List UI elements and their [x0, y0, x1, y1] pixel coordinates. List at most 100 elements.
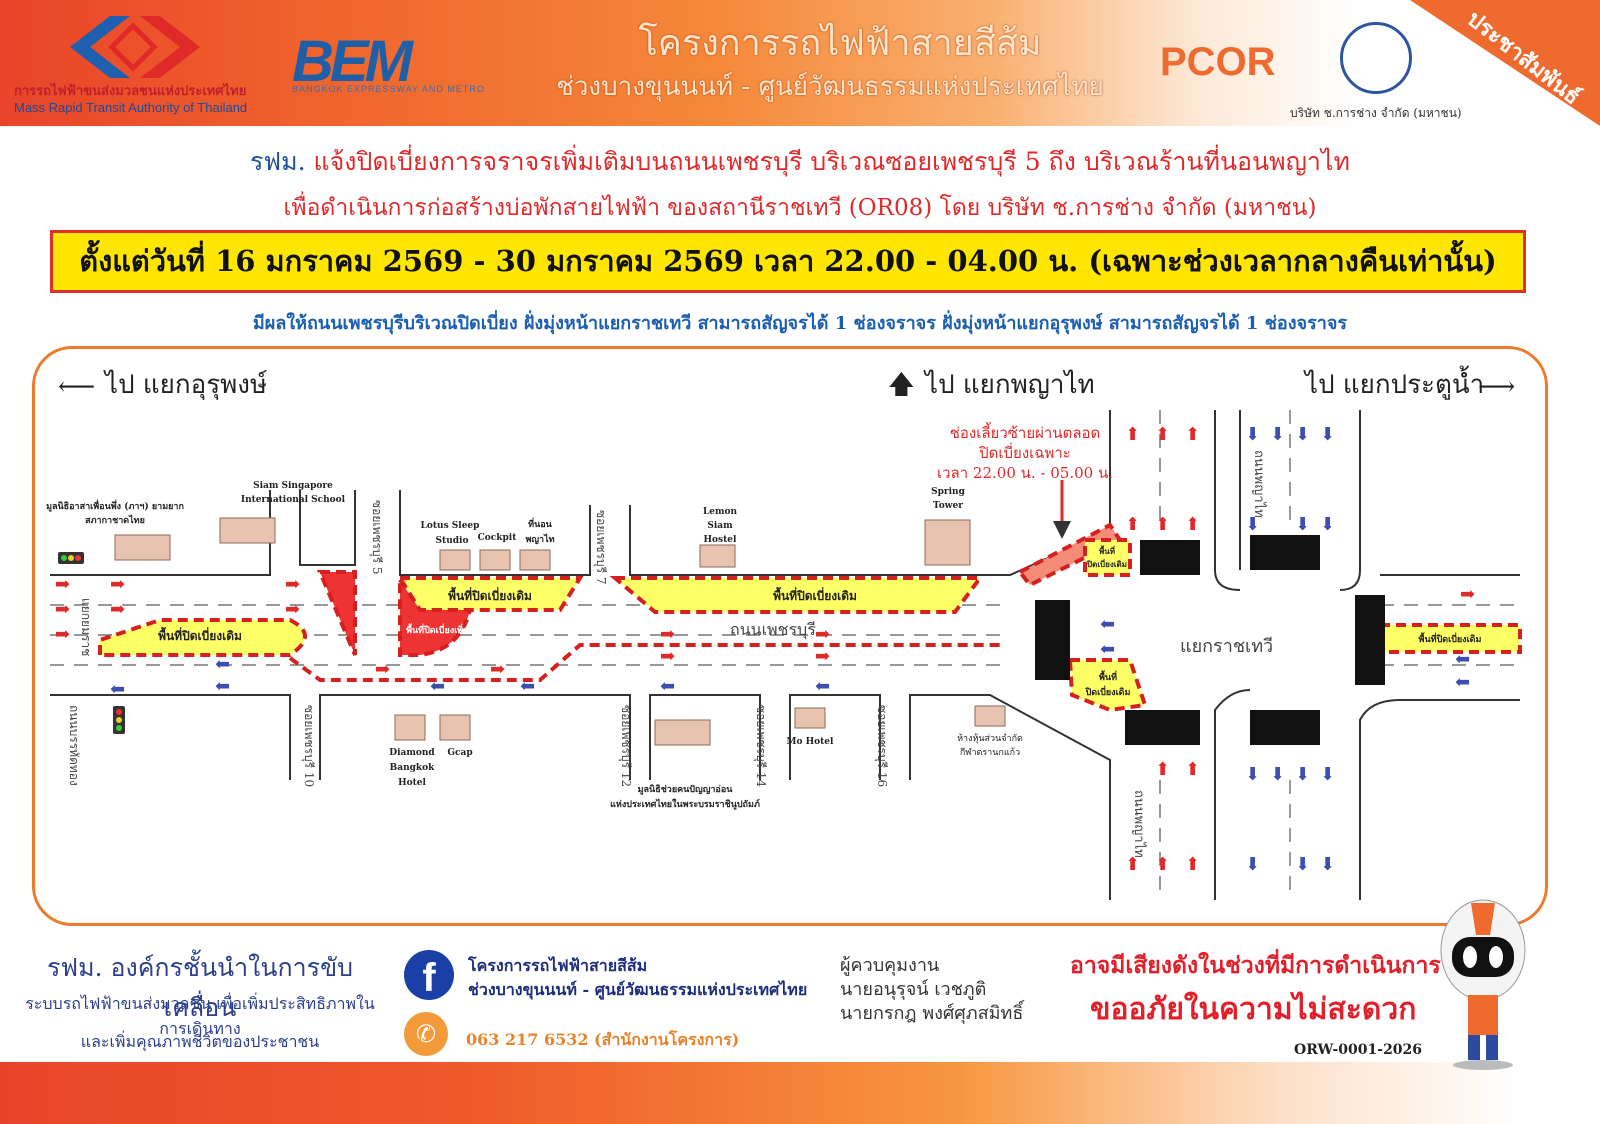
left-turn-note: ช่องเลี้ยวซ้ายผ่านตลอด ปิดเบี่ยงเฉพาะ เว…	[937, 422, 1113, 539]
dir-right: ไป แยกประตูน้ำ	[1303, 365, 1484, 400]
notice-line1-text: แจ้งปิดเบี่ยงการจราจรเพิ่มเติมบนถนนเพชรบ…	[313, 147, 1351, 176]
svg-text:⬇: ⬇	[1295, 424, 1310, 445]
building-icons	[114, 517, 1006, 746]
project-section: ช่วงบางขุนนนท์ - ศูนย์วัฒนธรรมแห่งประเทศ…	[556, 72, 1104, 102]
svg-text:⬇: ⬇	[1320, 764, 1335, 785]
landmark-lotus-a: Lotus Sleep	[421, 521, 480, 531]
org-abbr: รฟม.	[249, 147, 306, 176]
svg-text:➡: ➡	[285, 574, 300, 595]
pcor-logo: PCOR	[1160, 40, 1276, 84]
svg-text:ช่องเลี้ยวซ้ายผ่านตลอด: ช่องเลี้ยวซ้ายผ่านตลอด	[950, 422, 1101, 442]
zone-additional-2	[398, 573, 473, 657]
document-code: ORW-0001-2026	[1294, 1042, 1423, 1058]
phone-number[interactable]: 063 217 6532 (สำนักงานโครงการ)	[466, 1030, 740, 1049]
svg-text:➡: ➡	[55, 599, 70, 620]
notice-line1: รฟม. แจ้งปิดเบี่ยงการจราจรเพิ่มเติมบนถนน…	[0, 142, 1600, 182]
svg-text:➡: ➡	[660, 646, 675, 667]
zone-small-label-2b: ปิดเบี่ยงเดิม	[1084, 685, 1130, 698]
date-range-box: ตั้งแต่วันที่ 16 มกราคม 2569 - 30 มกราคม…	[50, 230, 1526, 293]
road-label-phayathai-s: ถนนพญาไท	[1131, 790, 1147, 858]
zone-edge-south	[288, 643, 1000, 682]
landmark-lotus-b: Studio	[436, 536, 469, 546]
footer-slogan-3: และเพิ่มคุณภาพชีวิตของประชาชน	[80, 1032, 320, 1051]
svg-text:➡: ➡	[55, 624, 70, 645]
soi-7-label: ซอยเพชรบุรี 7	[593, 510, 608, 585]
dir-up: ไป แยกพญาไท	[923, 369, 1095, 400]
zone-existing-label-2: พื้นที่ปิดเบี่ยงเดิม	[448, 586, 532, 603]
mrta-name-th: การรถไฟฟ้าขนส่งมวลชนแห่งประเทศไทย	[14, 83, 247, 98]
svg-text:⬅: ⬅	[215, 676, 230, 697]
effect-note: มีผลให้ถนนเพชรบุรีบริเวณปิดเบี่ยง ฝั่งมุ…	[252, 313, 1348, 334]
landmark-mo-hotel: Mo Hotel	[787, 737, 834, 747]
closure-zones	[98, 522, 1522, 713]
soi-10-label: ซอยเพชรบุรี 10	[301, 705, 316, 787]
phone-icon: ✆	[404, 1012, 448, 1056]
banthat-thong-label: ถนนบรรทัดทอง	[67, 705, 81, 786]
supervisor-label: ผู้ควบคุมงาน	[840, 955, 940, 976]
landmark-diamond-b: Bangkok	[390, 763, 436, 773]
svg-text:➡: ➡	[285, 599, 300, 620]
svg-text:⬅: ⬅	[1455, 649, 1470, 670]
svg-text:ปิดเบี่ยงเฉพาะ: ปิดเบี่ยงเฉพาะ	[978, 442, 1071, 462]
landmark-diamond-c: Hotel	[398, 778, 426, 788]
svg-text:⬇: ⬇	[1245, 514, 1260, 535]
svg-text:➡: ➡	[815, 646, 830, 667]
footer-banner	[0, 1062, 1600, 1124]
svg-text:➡: ➡	[110, 574, 125, 595]
landmark-siam-singapore-a: Siam Singapore	[253, 481, 333, 491]
svg-text:⬅: ⬅	[1100, 639, 1115, 660]
landmark-gcap: Gcap	[447, 748, 472, 758]
soi-16-label: ซอยเพชรบุรี 16	[874, 705, 889, 787]
zone-additional-1	[316, 570, 357, 656]
svg-text:➡: ➡	[110, 599, 125, 620]
svg-text:⬆: ⬆	[1125, 854, 1140, 875]
facebook-icon[interactable]: f	[404, 950, 454, 1000]
junction-label: แยกราชเทวี	[1180, 636, 1273, 657]
landmark-spring-a: Spring	[931, 487, 965, 497]
supervisor-2: นายกรกฎ พงศ์ศุภสมิทธิ์	[840, 1003, 1024, 1024]
road-edges	[50, 410, 1520, 900]
noise-warning: อาจมีเสียงดังในช่วงที่มีการดำเนินการ	[1070, 952, 1441, 979]
landmark-spring-b: Tower	[933, 501, 963, 511]
header-banner	[0, 0, 1600, 126]
road-label-main: ถนนเพชรบุรี	[730, 620, 816, 640]
zone-existing-3	[609, 576, 984, 614]
notice-line2: เพื่อดำเนินการก่อสร้างบ่อพักสายไฟฟ้า ของ…	[283, 195, 1317, 221]
dir-left: ไป แยกอุรุพงษ์	[103, 369, 268, 400]
landmark-diamond-a: Diamond	[389, 748, 435, 758]
svg-text:⬆: ⬆	[1185, 424, 1200, 445]
zone-small-label-1a: พื้นที่	[1099, 545, 1115, 556]
landmark-lemon-c: Hostel	[704, 535, 737, 545]
svg-text:⬇: ⬇	[1270, 764, 1285, 785]
svg-text:⬇: ⬇	[1295, 854, 1310, 875]
svg-text:⬆: ⬆	[1155, 514, 1170, 535]
svg-text:➡: ➡	[375, 659, 390, 680]
svg-text:⬅: ⬅	[430, 676, 445, 697]
soi-12-label: ซอยเพชรบุรี 12	[618, 705, 633, 787]
crosswalks	[1035, 535, 1385, 745]
landmark-foundation1-a: มูลนิธิอาสาเพื่อนพึ่ง (ภาฯ) ยามยาก	[46, 499, 184, 512]
zone-existing-5	[1067, 658, 1148, 713]
svg-text:⬅: ⬅	[1455, 672, 1470, 693]
zone-existing-label-6: พื้นที่ปิดเบี่ยงเดิม	[1418, 632, 1481, 645]
yommarat-label: แยกยมราช	[79, 598, 93, 656]
svg-text:⬅: ⬅	[110, 679, 125, 700]
svg-text:⬇: ⬇	[1295, 764, 1310, 785]
supervisors: ผู้ควบคุมงาน นายอนุรุจน์ เวชภูติ นายกรกฎ…	[840, 954, 1023, 1026]
landmark-foundation2-b: แห่งประเทศไทยในพระบรมราชินูปถัมภ์	[610, 798, 760, 810]
svg-text:⬇: ⬇	[1245, 424, 1260, 445]
contractor-name: บริษัท ช.การช่าง จำกัด (มหาชน)	[1290, 106, 1462, 120]
svg-text:➡: ➡	[1460, 584, 1475, 605]
landmark-lemon-b: Siam	[707, 521, 733, 531]
svg-text:⬅: ⬅	[660, 676, 675, 697]
svg-text:⬇: ⬇	[1295, 514, 1310, 535]
facebook-page-name[interactable]: โครงการรถไฟฟ้าสายสีส้มช่วงบางขุนนนท์ - ศ…	[468, 954, 807, 1002]
svg-text:➡: ➡	[815, 624, 830, 645]
outbound-flow-arrows: ⬅⬅⬅⬅⬅⬅⬅ ⬇⬇⬇⬇⬇⬇⬇ ⬇⬇⬇⬇⬇⬇⬇ ⬅⬅⬅⬅	[110, 424, 1470, 875]
soi-14-label: ซอยเพชรบุรี 14	[753, 705, 768, 787]
svg-text:⬅: ⬅	[520, 676, 535, 697]
zone-small-label-2a: พื้นที่	[1099, 670, 1117, 683]
arrow-left-icon: ⟵	[58, 372, 95, 402]
svg-text:⬆: ⬆	[1185, 854, 1200, 875]
